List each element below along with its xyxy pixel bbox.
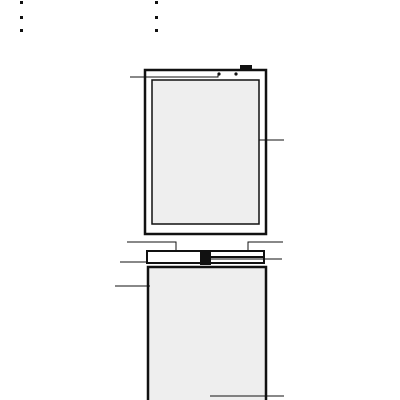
leader-hinge-right [247,241,283,251]
leader-top-sensor [130,73,219,78]
bullet-marker [155,1,158,4]
lower-device-body [146,265,268,400]
side-button [240,65,252,70]
camera-module [200,250,211,265]
device-screen [151,79,260,225]
leader-hinge-left [127,241,177,251]
sensor-dot [234,72,238,76]
bullet-marker [155,29,158,32]
bullet-marker [20,1,23,4]
bullet-marker [20,29,23,32]
bullet-marker [155,16,158,19]
bullet-marker [20,16,23,19]
